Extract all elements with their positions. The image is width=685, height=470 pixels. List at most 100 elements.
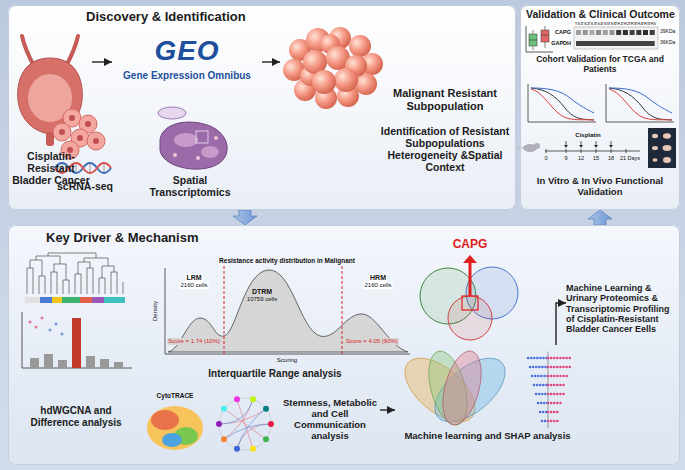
text-box: Machine Learning & Urinary Proteomics & … <box>566 283 678 339</box>
communication-network <box>221 436 227 442</box>
node-caption: Cohort Validation for TCGA and Patients <box>524 55 676 75</box>
axis-label: Scoring <box>276 357 298 364</box>
venn-diagram-four <box>394 346 517 434</box>
cell-cluster: Malignant Resistant SubpopulationIdentif… <box>280 25 512 205</box>
analysis-figure: Stemness, Metabolic and Cell Communicati… <box>140 388 380 463</box>
western-blot <box>574 27 658 49</box>
communication-network <box>221 406 227 412</box>
block-arrow <box>588 210 612 225</box>
communication-network <box>216 421 222 427</box>
organ-illustration: Cisplatin-Resistant Bladder Cancer <box>10 35 92 205</box>
logo-text: GEO <box>112 35 262 67</box>
shap-plot <box>528 352 572 428</box>
spatial-tissue-icon <box>158 107 227 169</box>
density-histogram <box>165 266 410 354</box>
umap-plot <box>162 433 182 447</box>
group-label: LRM <box>185 274 202 282</box>
dendrogram <box>52 297 62 303</box>
viability-curves <box>528 84 674 122</box>
western-blot <box>610 30 615 35</box>
cell-cluster-icon <box>334 68 358 92</box>
bar-chart <box>22 312 132 368</box>
western-blot <box>630 30 635 35</box>
communication-network <box>234 446 240 452</box>
flow-arrow <box>92 61 112 62</box>
bar-chart <box>49 329 52 332</box>
western-blot <box>616 30 621 35</box>
dosing-timeline <box>579 145 583 148</box>
shap-plot <box>528 358 548 421</box>
communication-network <box>216 396 274 451</box>
dendrogram <box>62 297 80 303</box>
bladder-icon <box>22 36 34 66</box>
dendrogram <box>104 297 125 303</box>
communication-network <box>250 396 256 402</box>
panel-ground <box>8 5 680 465</box>
block-arrow <box>233 210 257 225</box>
communication-network <box>219 398 271 450</box>
umap-plot <box>151 410 179 430</box>
western-blot <box>643 30 648 35</box>
western-blot <box>583 30 588 35</box>
communication-network <box>219 399 271 448</box>
dosing-timeline <box>564 145 568 148</box>
threshold-label: Score = 1.74 (10%) <box>167 338 221 345</box>
database-logo: GEO Gene Expression Omnibus <box>112 35 262 90</box>
blot-label: GAPDH <box>550 40 572 46</box>
venn-diagram-three <box>462 296 478 310</box>
tumor-photo <box>653 158 658 162</box>
dosing-timeline <box>609 145 613 148</box>
node-caption: Stemness, Metabolic and Cell Communicati… <box>280 398 380 442</box>
box-plot <box>526 26 553 52</box>
logo-subtitle: Gene Expression Omnibus <box>112 70 262 82</box>
venn-diagram-four <box>436 347 489 429</box>
dosing-timeline <box>545 149 640 153</box>
umap-plot <box>147 406 203 450</box>
viability-curves <box>531 88 672 120</box>
spatial-tissue-icon <box>214 136 218 140</box>
venn-diagram: CAPG <box>412 236 550 340</box>
single-cell-icon <box>59 129 65 135</box>
spatial-tissue-icon <box>174 133 198 147</box>
panel-ground <box>8 5 516 210</box>
venn-diagram-three <box>420 255 518 340</box>
communication-network <box>263 436 269 442</box>
western-blot <box>596 30 601 35</box>
size-label: 39KDa <box>659 29 676 35</box>
shap-plot <box>548 352 549 428</box>
bar-chart <box>30 358 39 368</box>
umap-plot <box>147 406 203 450</box>
node-caption: Machine Learning & Urinary Proteomics & … <box>566 283 678 335</box>
tick-label: 12 <box>577 155 585 161</box>
size-label: 36KDa <box>659 40 676 46</box>
western-blot: Cohort Validation for TCGA and Patients <box>522 22 678 78</box>
dosing-timeline <box>534 143 540 149</box>
box-plot <box>526 26 553 52</box>
viability-curves <box>531 88 672 113</box>
dosing-timeline <box>594 145 598 148</box>
bladder-icon <box>18 58 83 134</box>
cell-cluster-icon <box>312 70 336 94</box>
node-caption: scRNA-seq <box>40 180 130 192</box>
density-histogram <box>168 270 408 352</box>
communication-network <box>219 399 271 448</box>
single-cell-icon <box>69 115 75 121</box>
tumor-photo <box>648 128 676 168</box>
bar-chart <box>72 318 81 368</box>
bar-chart <box>22 312 132 368</box>
flow-arrow <box>556 303 566 345</box>
threshold-label: Score = 4.05 (90%) <box>345 338 399 345</box>
panel-title: Key Driver & Mechanism <box>46 231 198 246</box>
node-caption: hdWGCNA and Difference analysis <box>19 405 133 428</box>
assay-illustration: scRNA-seq <box>40 98 130 205</box>
dendrogram <box>80 297 92 303</box>
venn-diagram-three <box>469 262 472 296</box>
western-blot <box>603 30 608 35</box>
blot-label: CAPG <box>554 29 572 35</box>
node-caption: In Vitro & In Vivo Functional Validation <box>524 176 676 198</box>
assay-illustration: Spatial Transcriptomics <box>140 98 240 205</box>
communication-network <box>263 406 269 412</box>
panel-title: Validation & Clinical Outcome <box>526 8 675 20</box>
chart-title: Resistance activity distribution in Mali… <box>218 257 356 264</box>
viability-curves <box>531 89 672 120</box>
